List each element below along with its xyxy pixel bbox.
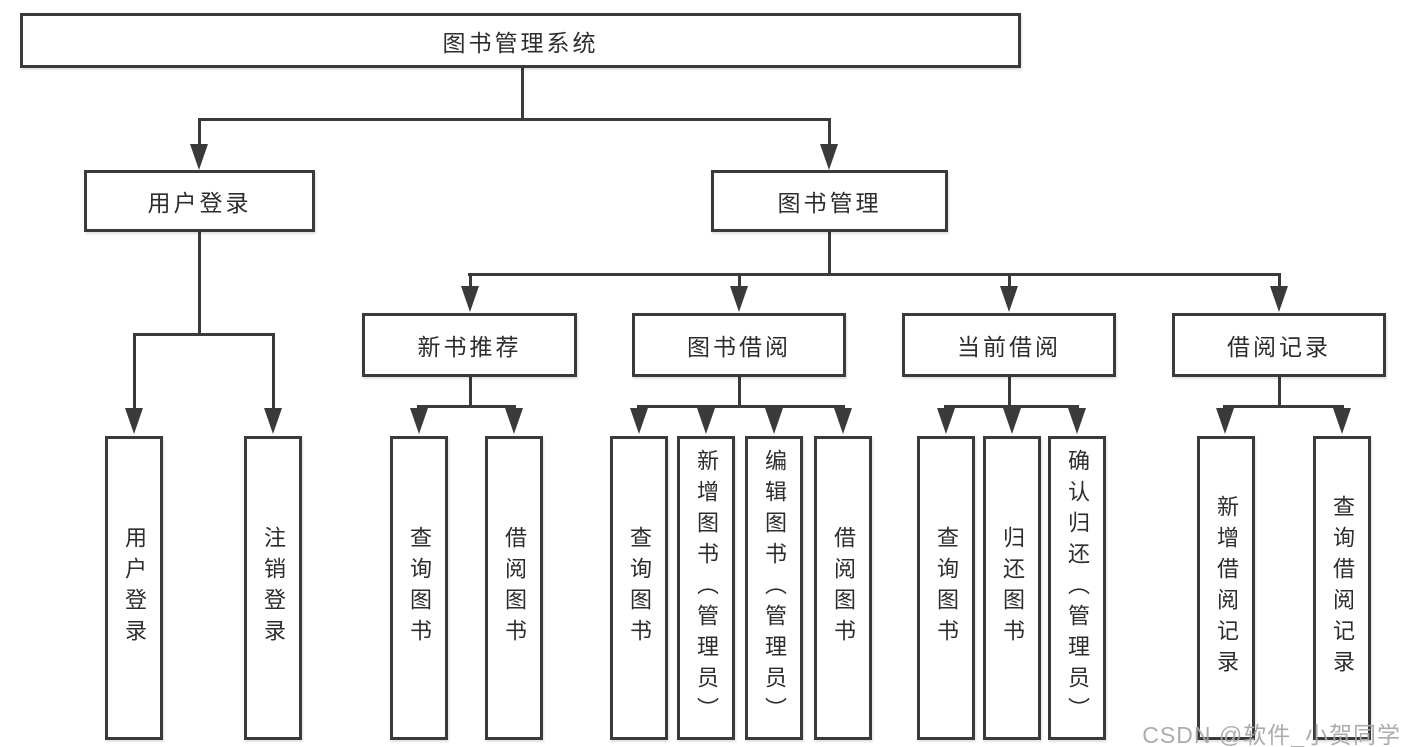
connector-stem — [1008, 377, 1011, 408]
leaf-edit-book-admin: 编辑图书（管理员） — [745, 436, 803, 740]
arrowhead-down-icon — [765, 408, 783, 434]
arrowhead-down-icon — [410, 408, 428, 434]
node-label: 当前借阅 — [957, 334, 1061, 360]
leaf-label: 新增图书（管理员） — [694, 448, 719, 728]
arrowhead-down-icon — [1333, 408, 1351, 434]
arrowhead-down-icon — [461, 286, 479, 312]
connector-book-mgmt-stem — [828, 232, 831, 276]
node-label: 借阅记录 — [1227, 334, 1331, 360]
leaf-query-borrow-record: 查询借阅记录 — [1313, 436, 1371, 740]
connector-arrow-shaft — [738, 273, 741, 290]
connector-arrow-shaft — [828, 118, 831, 148]
arrowhead-down-icon — [630, 408, 648, 434]
leaf-label: 借阅图书 — [502, 526, 527, 650]
node-label: 图书借阅 — [687, 334, 791, 360]
leaf-return-book: 归还图书 — [983, 436, 1041, 740]
arrowhead-down-icon — [937, 408, 955, 434]
leaf-query-books-recommend: 查询图书 — [390, 436, 448, 740]
connector-user-login-stem — [198, 232, 201, 336]
leaf-label: 编辑图书（管理员） — [762, 448, 787, 728]
connector-arrow-shaft — [198, 118, 201, 148]
node-book-management: 图书管理 — [711, 170, 948, 232]
arrowhead-down-icon — [1068, 408, 1086, 434]
node-label: 新书推荐 — [417, 334, 522, 360]
arrowhead-down-icon — [820, 144, 838, 170]
arrowhead-down-icon — [505, 408, 523, 434]
leaf-label: 查询图书 — [627, 526, 652, 650]
connector-level1-bracket — [198, 118, 831, 121]
leaf-borrow-books: 借阅图书 — [814, 436, 872, 740]
leaf-label: 用户登录 — [122, 526, 147, 650]
node-borrow-records: 借阅记录 — [1172, 313, 1386, 377]
connector-bracket — [637, 405, 845, 408]
connector-stem — [1278, 377, 1281, 408]
connector-arrow-shaft — [133, 333, 136, 411]
leaf-label: 借阅图书 — [831, 526, 856, 650]
node-user-login: 用户登录 — [84, 170, 315, 232]
leaf-add-book-admin: 新增图书（管理员） — [677, 436, 735, 740]
leaf-label: 归还图书 — [1000, 526, 1025, 650]
node-book-borrow: 图书借阅 — [632, 313, 846, 377]
connector-arrow-shaft — [272, 333, 275, 411]
leaf-query-books-current: 查询图书 — [917, 436, 975, 740]
leaf-label: 新增借阅记录 — [1214, 495, 1239, 681]
leaf-user-login: 用户登录 — [105, 436, 163, 740]
node-root-library-system: 图书管理系统 — [20, 13, 1021, 68]
leaf-confirm-return-admin: 确认归还（管理员） — [1048, 436, 1106, 740]
connector-level3-bracket — [468, 273, 1280, 276]
leaf-label: 确认归还（管理员） — [1065, 448, 1090, 728]
arrowhead-down-icon — [730, 286, 748, 312]
leaf-borrow-books-recommend: 借阅图书 — [485, 436, 543, 740]
connector-user-login-bracket — [133, 333, 275, 336]
connector-bracket — [1223, 405, 1344, 408]
leaf-label: 注销登录 — [261, 526, 286, 650]
csdn-watermark: CSDN @软件_小贺同学 — [1142, 722, 1401, 747]
arrowhead-down-icon — [834, 408, 852, 434]
node-new-book-recommend: 新书推荐 — [362, 313, 577, 377]
node-label: 用户登录 — [147, 190, 252, 216]
arrowhead-down-icon — [1216, 408, 1234, 434]
arrowhead-down-icon — [264, 408, 282, 434]
connector-arrow-shaft — [1008, 273, 1011, 290]
connector-stem — [469, 377, 472, 408]
leaf-logout: 注销登录 — [244, 436, 302, 740]
arrowhead-down-icon — [1000, 286, 1018, 312]
connector-bracket — [944, 405, 1079, 408]
connector-arrow-shaft — [1278, 273, 1281, 290]
leaf-add-borrow-record: 新增借阅记录 — [1197, 436, 1255, 740]
leaf-label: 查询图书 — [934, 526, 959, 650]
connector-root-stem — [521, 68, 524, 120]
leaf-label: 查询图书 — [407, 526, 432, 650]
arrowhead-down-icon — [697, 408, 715, 434]
connector-bracket — [417, 405, 516, 408]
node-current-borrow: 当前借阅 — [902, 313, 1116, 377]
node-label: 图书管理 — [777, 190, 882, 216]
arrowhead-down-icon — [1003, 408, 1021, 434]
arrowhead-down-icon — [1270, 286, 1288, 312]
arrowhead-down-icon — [125, 408, 143, 434]
leaf-label: 查询借阅记录 — [1330, 495, 1355, 681]
leaf-query-books-borrow: 查询图书 — [610, 436, 668, 740]
arrowhead-down-icon — [190, 144, 208, 170]
connector-arrow-shaft — [469, 273, 472, 290]
node-label: 图书管理系统 — [442, 29, 599, 56]
connector-stem — [738, 377, 741, 408]
